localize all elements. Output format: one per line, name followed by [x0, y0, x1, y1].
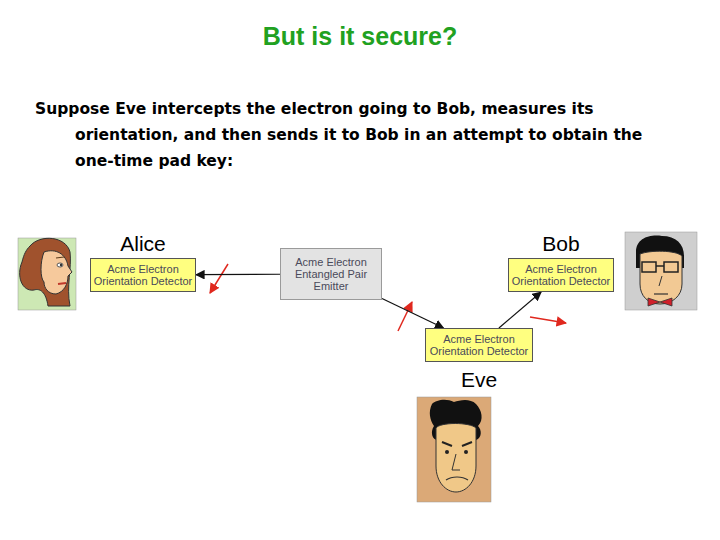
particle-path	[382, 298, 444, 328]
box-label: Acme Electron Orientation Detector	[426, 333, 532, 357]
detector-box: AliceAcme Electron Orientation Detector	[90, 258, 196, 292]
particle-path	[499, 292, 541, 328]
box-label: Acme Electron Orientation Detector	[91, 263, 195, 287]
spin-arrow	[530, 317, 566, 323]
person-name: Eve	[406, 368, 552, 392]
alice-portrait	[18, 238, 76, 310]
slide-title: But is it secure?	[0, 22, 720, 51]
emitter-box: Acme Electron Entangled Pair Emitter	[280, 248, 382, 300]
spin-arrow	[398, 302, 412, 331]
eve-portrait	[417, 397, 491, 502]
particle-path	[196, 274, 280, 276]
box-label: Acme Electron Entangled Pair Emitter	[281, 256, 381, 292]
box-label: Acme Electron Orientation Detector	[509, 263, 613, 287]
spin-arrow	[210, 264, 228, 293]
person-name: Alice	[71, 232, 215, 256]
bob-portrait	[625, 232, 697, 310]
detector-box: BobAcme Electron Orientation Detector	[508, 258, 614, 292]
person-name: Bob	[489, 232, 633, 256]
body-text: Suppose Eve intercepts the electron goin…	[35, 96, 675, 174]
detector-box: Acme Electron Orientation DetectorEve	[425, 328, 533, 362]
